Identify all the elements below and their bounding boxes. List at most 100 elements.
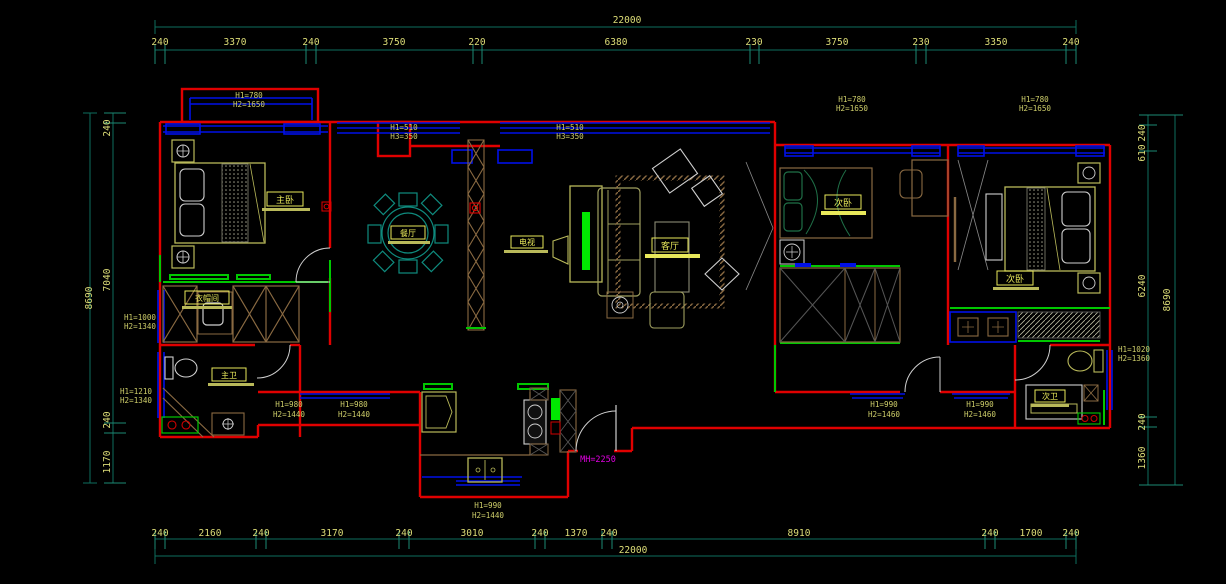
master-bath-fixtures [161,344,291,438]
svg-text:7040: 7040 [102,268,113,291]
svg-text:H2=1460: H2=1460 [964,410,996,419]
svg-text:230: 230 [745,37,762,48]
svg-text:H1=510: H1=510 [556,123,584,132]
svg-text:H1=1210: H1=1210 [120,387,152,396]
svg-text:H1=780: H1=780 [235,91,263,100]
windows [157,97,1113,486]
label-bedroom2: 次卧 [821,194,866,215]
svg-text:主卧: 主卧 [276,194,294,206]
svg-text:240: 240 [981,528,998,539]
svg-text:H1=990: H1=990 [870,400,898,409]
label-living: 客厅 [645,237,700,258]
svg-text:2160: 2160 [199,528,222,539]
label-tv: 电视 [504,235,548,253]
svg-text:H1=990: H1=990 [966,400,994,409]
label-cloakroom: 衣帽间 [182,290,232,309]
svg-text:H2=1460: H2=1460 [868,410,900,419]
svg-text:240: 240 [1137,413,1148,430]
label-bedroom3: 次卧 [993,270,1039,290]
svg-text:3170: 3170 [321,528,344,539]
svg-text:H1=980: H1=980 [275,400,303,409]
svg-text:1700: 1700 [1020,528,1043,539]
svg-text:次卧: 次卧 [834,197,852,209]
dimension-bottom [154,531,1077,564]
cloakroom-furniture [162,285,300,343]
bedroom3-furniture [953,159,1101,339]
svg-text:8910: 8910 [788,528,811,539]
height-labels: H1=780 H2=1650 H1=510 H3=350 H1=510 H3=3… [120,91,1150,520]
screen-partition [466,139,486,331]
svg-text:230: 230 [912,37,929,48]
svg-text:衣帽间: 衣帽间 [195,293,219,303]
svg-text:240: 240 [531,528,548,539]
svg-text:8690: 8690 [1162,288,1173,311]
svg-text:240: 240 [1137,124,1148,141]
svg-text:H1=990: H1=990 [474,501,502,510]
svg-text:610: 610 [1137,144,1148,161]
kitchen-furniture [420,387,617,483]
svg-text:H1=780: H1=780 [838,95,866,104]
walls [158,87,1112,499]
label-master-bedroom: 主卧 [262,191,310,211]
svg-text:H2=1650: H2=1650 [836,104,868,113]
master-bedroom-furniture [171,139,332,283]
dimension-left-text: 8690 240 7040 240 1170 [84,119,113,473]
svg-text:H3=350: H3=350 [390,132,418,141]
svg-text:次卧: 次卧 [1006,273,1024,285]
svg-text:H2=1440: H2=1440 [472,511,504,520]
entry-door-height-label: MH=2250 [580,455,616,465]
svg-text:3370: 3370 [224,37,247,48]
svg-text:240: 240 [102,411,113,428]
svg-text:240: 240 [102,119,113,136]
svg-text:客厅: 客厅 [661,240,679,252]
svg-text:3750: 3750 [826,37,849,48]
living-room-furniture [552,148,774,329]
svg-text:电视: 电视 [519,237,535,247]
dining-furniture [367,192,449,274]
svg-text:240: 240 [151,528,168,539]
svg-text:H1=780: H1=780 [1021,95,1049,104]
svg-text:6240: 6240 [1137,274,1148,297]
svg-text:H2=1650: H2=1650 [233,100,265,109]
svg-text:H2=1440: H2=1440 [338,410,370,419]
svg-text:1170: 1170 [102,450,113,473]
dimension-right-text: 8690 240 610 6240 240 1360 [1137,124,1173,469]
label-dining: 餐厅 [388,225,430,244]
svg-text:3010: 3010 [461,528,484,539]
room-labels: 主卧 衣帽间 主卫 餐厅 电视 客厅 次 [182,191,1069,407]
svg-text:1370: 1370 [565,528,588,539]
bedroom2-furniture [779,159,949,393]
svg-text:240: 240 [302,37,319,48]
svg-text:H2=1440: H2=1440 [273,410,305,419]
svg-text:220: 220 [468,37,485,48]
svg-text:240: 240 [151,37,168,48]
dimension-left [83,112,126,484]
svg-text:H2=1340: H2=1340 [124,322,156,331]
svg-text:240: 240 [395,528,412,539]
svg-text:H1=1020: H1=1020 [1118,345,1150,354]
svg-text:3350: 3350 [985,37,1008,48]
second-bath-fixtures [1014,344,1104,425]
svg-text:240: 240 [1062,37,1079,48]
svg-text:H1=510: H1=510 [390,123,418,132]
dimension-top-text: 22000 240 3370 240 3750 220 6380 230 375… [151,15,1079,48]
dimension-bottom-text: 22000 240 2160 240 3170 240 3010 240 137… [151,528,1079,556]
label-second-bath: 次卫 [1031,389,1069,407]
svg-text:1360: 1360 [1137,446,1148,469]
svg-text:8690: 8690 [84,286,95,309]
svg-text:H1=980: H1=980 [340,400,368,409]
label-master-bath: 主卫 [208,367,254,386]
svg-text:6380: 6380 [605,37,628,48]
dimension-right [1139,114,1183,486]
svg-text:H1=1000: H1=1000 [124,313,156,322]
svg-text:240: 240 [600,528,617,539]
svg-text:22000: 22000 [613,15,642,26]
svg-text:次卫: 次卫 [1042,391,1058,401]
dimension-top [154,20,1077,64]
svg-text:餐厅: 餐厅 [400,229,416,238]
svg-text:240: 240 [1062,528,1079,539]
svg-text:主卫: 主卫 [221,370,237,380]
svg-text:H3=350: H3=350 [556,132,584,141]
